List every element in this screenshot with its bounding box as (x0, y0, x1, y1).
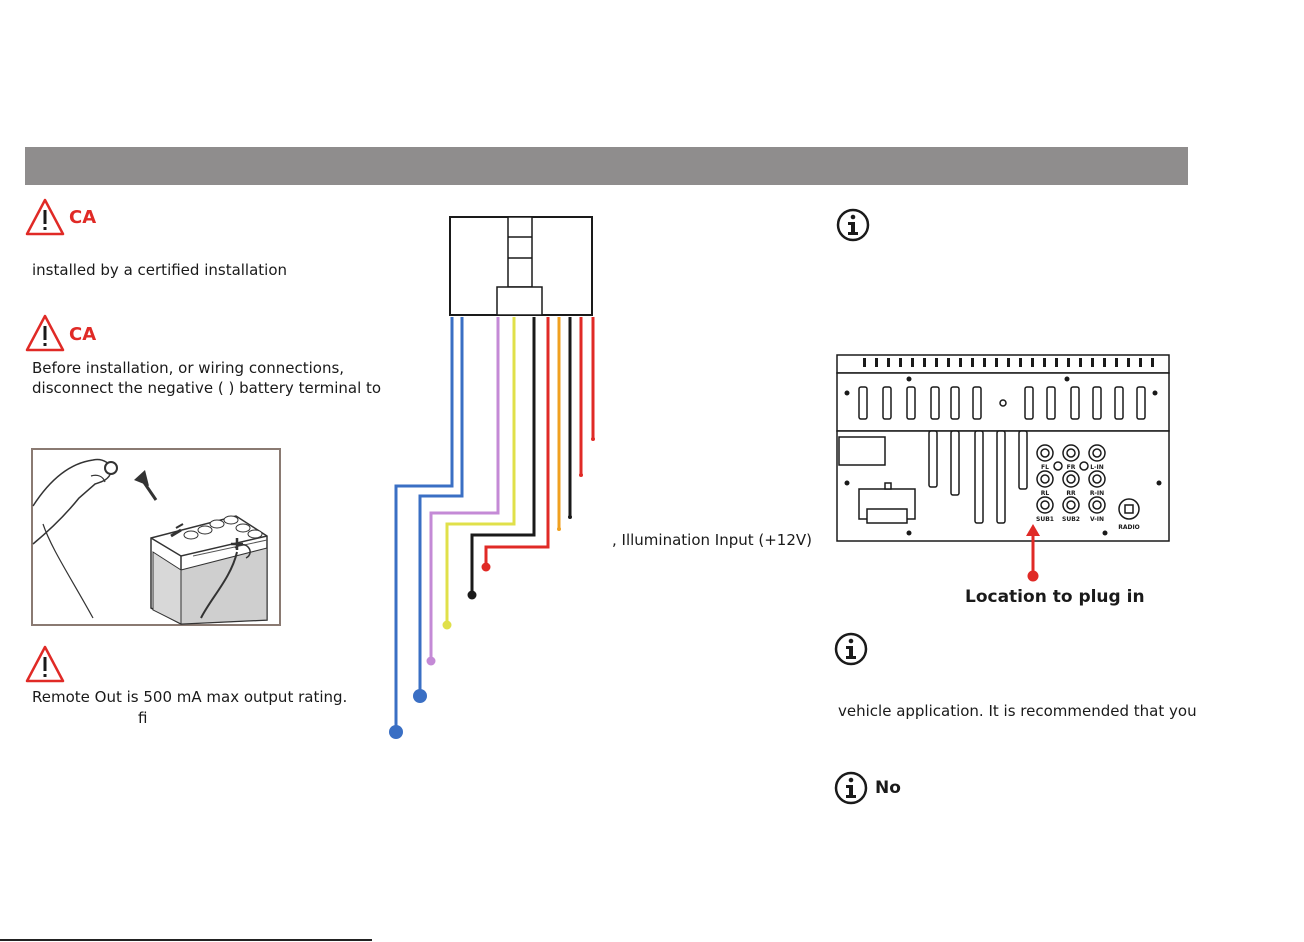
port-label-fr: FR (1067, 464, 1076, 471)
caution-text-3-line-1: Remote Out is 500 mA max output rating. (32, 688, 348, 706)
footer-rule (0, 939, 372, 941)
caution-text-2-line-1: Before installation, or wiring connectio… (32, 359, 345, 377)
info-icon (834, 771, 868, 805)
caution-text-1: installed by a certified installation (32, 261, 288, 279)
warning-icon (25, 314, 65, 352)
info-icon (836, 208, 870, 242)
plug-in-pointer-arrow (1026, 524, 1040, 582)
port-label-rr: RR (1066, 490, 1076, 497)
port-label-lin: L-IN (1090, 464, 1104, 471)
port-label-sub2: SUB2 (1062, 516, 1080, 523)
section-header-bar (25, 147, 1188, 185)
port-label-rin: R-IN (1090, 490, 1104, 497)
port-label-rl: RL (1041, 490, 1050, 497)
port-label-vin: V-IN (1090, 516, 1104, 523)
note-text-2: vehicle application. It is recommended t… (838, 702, 1197, 720)
info-icon (834, 632, 868, 666)
port-label-sub1: SUB1 (1036, 516, 1054, 523)
caution-heading-1: CA (69, 207, 97, 228)
warning-icon (25, 198, 65, 236)
note-heading-3: No (875, 778, 901, 798)
head-unit-rear-diagram: FL FR L-IN RL RR R-IN SUB1 SUB2 V-IN RAD… (836, 354, 1170, 542)
wiring-harness-diagram (389, 216, 595, 739)
port-label-radio: RADIO (1118, 524, 1140, 531)
warning-icon (25, 645, 65, 683)
plug-in-location-caption: Location to plug in (965, 587, 1145, 607)
wire-label-illumination: , Illumination Input (+12V) (612, 531, 813, 549)
caution-heading-2: CA (69, 324, 97, 345)
battery-disconnect-illustration (31, 448, 281, 626)
caution-text-2-line-2: disconnect the negative ( ) battery term… (32, 379, 382, 397)
port-label-fl: FL (1041, 464, 1049, 471)
caution-text-3-line-2: fi (138, 709, 148, 727)
